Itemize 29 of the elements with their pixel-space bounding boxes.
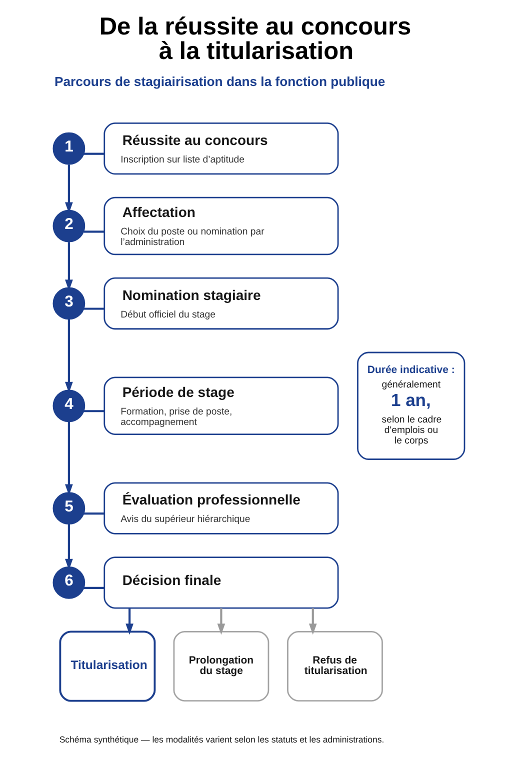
arrow bbox=[308, 608, 316, 635]
node-circle: 2 bbox=[52, 210, 85, 242]
label: Parcours de stagiairisation dans la fonction publique bbox=[54, 74, 385, 90]
node-box: Période de stage Formation, prise de poste, accompagnement bbox=[103, 376, 338, 436]
node-circle: 3 bbox=[52, 287, 85, 320]
connector bbox=[83, 308, 104, 310]
connector bbox=[83, 586, 104, 589]
node-circle: 4 bbox=[52, 390, 85, 422]
arrow bbox=[216, 608, 225, 635]
node-box: Titularisation bbox=[58, 630, 156, 702]
node-box: Réussite au concours Inscription sur liste d’aptitude bbox=[103, 122, 338, 175]
node-box: Évaluation professionnelle Avis du supérieur hiérarchique bbox=[103, 482, 338, 534]
node-box: Durée indicative : généralement 1 an, selon le cadre d'emplois ou le corps bbox=[356, 352, 465, 460]
node-box: Prolongation du stage bbox=[172, 630, 269, 702]
connector bbox=[83, 230, 104, 233]
node-circle: 5 bbox=[52, 492, 85, 524]
diagram-title: De la réussite au concours à la titularisation bbox=[98, 13, 411, 65]
connector bbox=[83, 152, 104, 155]
node-box: Nomination stagiaire Début officiel du stage bbox=[103, 277, 338, 330]
node-circle: 6 bbox=[52, 566, 85, 599]
node-box: Refus de titularisation bbox=[286, 630, 382, 702]
arrow bbox=[64, 422, 72, 496]
node-box: Décision finale bbox=[103, 556, 338, 609]
connector bbox=[83, 410, 104, 412]
node-box: Affectation Choix du poste ou nomination par l’administration bbox=[103, 196, 338, 256]
caption: Schéma synthétique — les modalités varient selon les statuts et les administrations. bbox=[58, 734, 384, 744]
node-circle: 1 bbox=[52, 132, 85, 165]
connector bbox=[83, 512, 104, 515]
arrow bbox=[125, 608, 133, 635]
